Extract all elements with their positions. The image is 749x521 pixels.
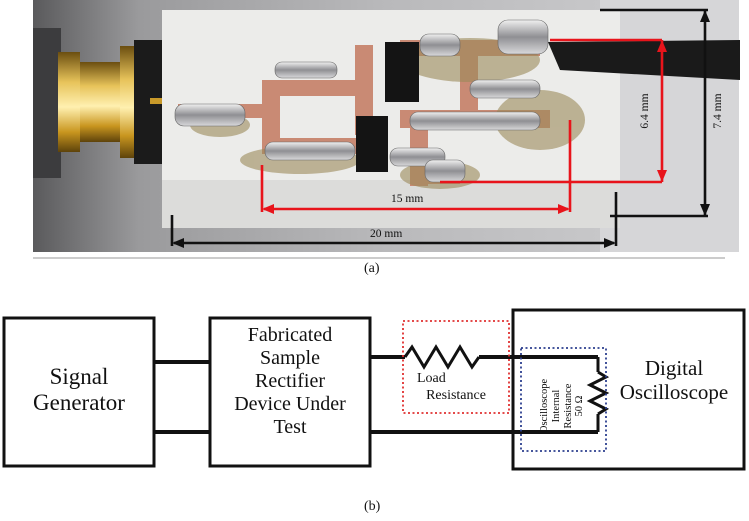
load-resistor (403, 344, 481, 370)
dimension-black (170, 8, 708, 246)
diode-2 (356, 116, 388, 172)
dim-label-6-4mm: 6.4 mm (639, 93, 651, 129)
dimension-red (260, 38, 664, 212)
rectifier-photo (33, 0, 740, 259)
dim-label-7-4mm: 7.4 mm (712, 93, 724, 129)
caption-a: (a) (364, 261, 380, 276)
signal-generator-label: Signal Generator (33, 364, 125, 415)
diode-1 (385, 42, 419, 102)
digital-oscilloscope-label: Digital Oscilloscope (619, 356, 729, 405)
caption-b: (b) (364, 499, 381, 514)
dim-label-20mm: 20 mm (370, 228, 403, 240)
dim-label-15mm: 15 mm (391, 193, 424, 205)
oscilloscope-internal-label: Oscilloscope Internal Resistance 50 Ω (539, 378, 586, 434)
solder-joints (174, 19, 549, 183)
dut-label: Fabricated Sample Rectifier Device Under… (234, 324, 346, 438)
load-resistance-label: Load Resistance (417, 371, 486, 403)
output-cable (548, 40, 740, 80)
